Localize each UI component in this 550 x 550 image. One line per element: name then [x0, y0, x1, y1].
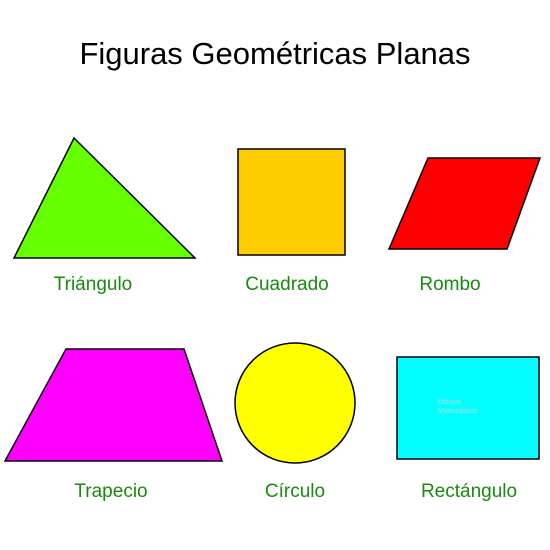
circle-icon — [234, 342, 356, 464]
trapezoid-icon — [3, 348, 224, 462]
label-cuadrado: Cuadrado — [245, 274, 329, 295]
watermark-line-1: Dibujos — [438, 399, 462, 406]
label-trapecio: Trapecio — [74, 481, 148, 502]
rhombus-icon — [387, 157, 542, 250]
watermark: Dibujos Matemáticos — [438, 398, 478, 416]
page-title: Figuras Geométricas Planas — [79, 36, 471, 71]
triangle-icon — [12, 136, 197, 259]
rectangle-icon — [396, 356, 540, 460]
watermark-line-2: Matemáticos — [438, 408, 478, 415]
label-rombo: Rombo — [419, 274, 481, 295]
square-icon — [237, 148, 346, 256]
label-circulo: Círculo — [264, 481, 326, 502]
label-triangulo: Triángulo — [53, 274, 133, 295]
label-rectangulo: Rectángulo — [420, 481, 518, 502]
